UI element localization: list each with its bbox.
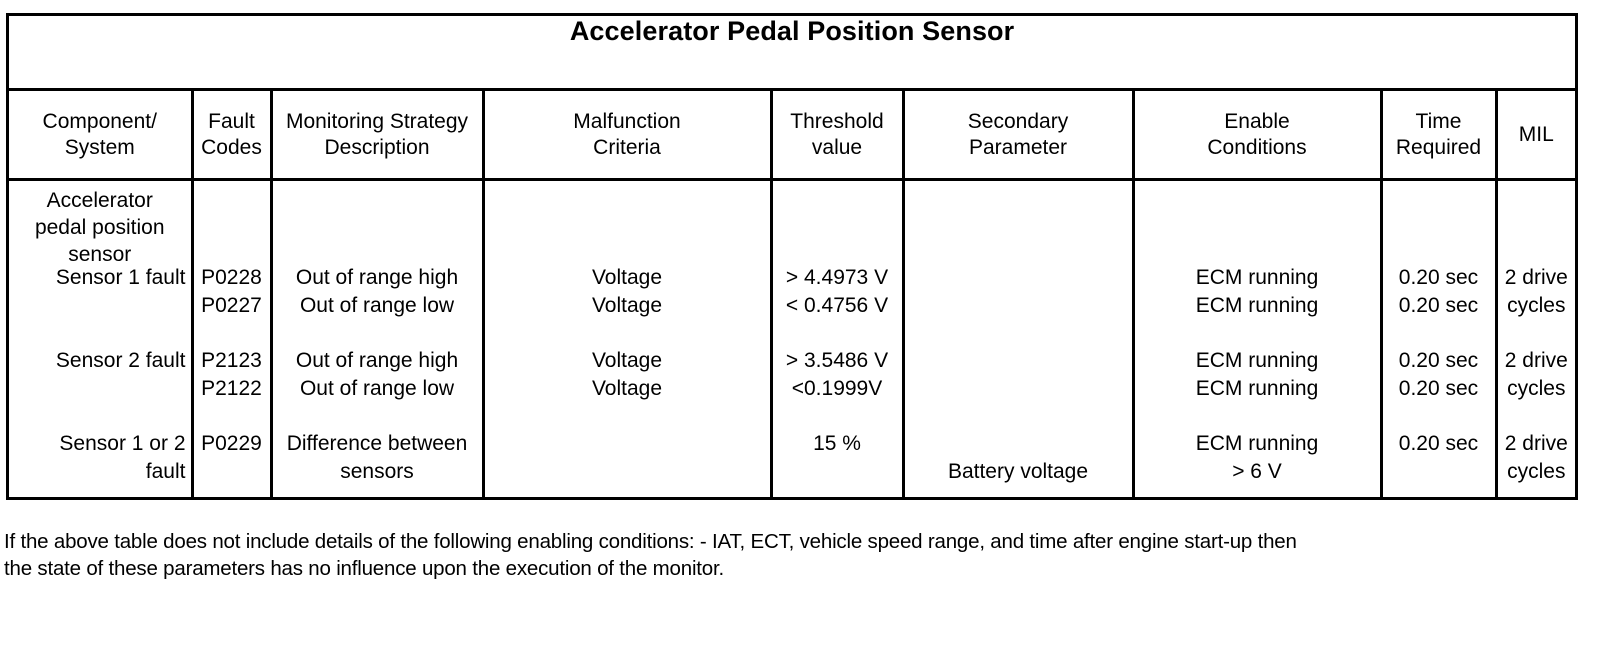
- cell-enable-conditions: ECM running ECM running ECM running ECM …: [1131, 179, 1381, 497]
- footnote-line-1: If the above table does not include deta…: [4, 530, 1297, 553]
- header-line-1: Time: [1415, 109, 1462, 133]
- mil-cycles-2: cycles: [1507, 377, 1566, 400]
- cell-secondary-parameter: Battery voltage: [901, 179, 1133, 497]
- fault-code-p0227: P0227: [201, 294, 262, 317]
- cell-monitoring-strategy-description: Out of range high Out of range low Out o…: [269, 179, 483, 497]
- criteria-voltage-1: Voltage: [591, 266, 663, 289]
- table-title-row: Accelerator Pedal Position Sensor: [9, 16, 1576, 91]
- enable-ecm-running-1: ECM running: [1195, 266, 1319, 289]
- strategy-out-of-range-high-2: Out of range high: [295, 349, 459, 372]
- header-line-1: Threshold: [790, 109, 884, 133]
- threshold-3: > 3.5486 V: [785, 349, 889, 372]
- mil-cycles-1: cycles: [1507, 294, 1566, 317]
- footnote: If the above table does not include deta…: [4, 528, 1564, 583]
- enable-ecm-running-4: ECM running: [1195, 377, 1319, 400]
- footnote-line-2: the state of these parameters has no inf…: [4, 557, 724, 581]
- mil-drive-3: 2 drive: [1504, 432, 1568, 455]
- cell-malfunction-criteria: Voltage Voltage Voltage Voltage: [481, 179, 771, 497]
- enable-battery-threshold: > 6 V: [1232, 460, 1282, 483]
- component-sensor-1-or-2-fault-line-1: Sensor 1 or 2: [59, 432, 186, 455]
- secondary-parameter-battery-voltage: Battery voltage: [947, 460, 1089, 483]
- header-line-2: value: [811, 135, 863, 159]
- header-line-2: System: [64, 135, 135, 159]
- time-required-1: 0.20 sec: [1398, 266, 1479, 289]
- component-sensor-1-fault: Sensor 1 fault: [55, 266, 186, 289]
- column-header-monitoring-strategy-description: Monitoring Strategy Description: [269, 89, 483, 181]
- time-required-2: 0.20 sec: [1398, 294, 1479, 317]
- strategy-out-of-range-high-1: Out of range high: [295, 266, 459, 289]
- component-heading-line-2: pedal position: [34, 216, 165, 239]
- criteria-voltage-2: Voltage: [591, 294, 663, 317]
- strategy-difference-between-line-1: Difference between: [286, 432, 468, 455]
- time-required-5: 0.20 sec: [1398, 432, 1479, 455]
- header-line-2: Parameter: [968, 135, 1068, 159]
- header-line-1: Fault: [208, 109, 255, 133]
- column-header-mil: MIL: [1494, 89, 1576, 181]
- header-line-2: Description: [324, 135, 430, 159]
- header-line-2: Criteria: [593, 135, 661, 159]
- cell-mil: 2 drive cycles 2 drive cycles 2 drive cy…: [1494, 179, 1576, 497]
- mil-drive-2: 2 drive: [1504, 349, 1568, 372]
- fault-code-p0229: P0229: [201, 432, 262, 455]
- threshold-1: > 4.4973 V: [785, 266, 889, 289]
- column-header-threshold-value: Threshold value: [769, 89, 903, 181]
- threshold-4: <0.1999V: [791, 377, 883, 400]
- header-line-1: Enable: [1224, 109, 1290, 133]
- strategy-out-of-range-low-1: Out of range low: [299, 294, 455, 317]
- cell-component-system: Accelerator pedal position sensor Sensor…: [9, 179, 192, 497]
- column-header-enable-conditions: Enable Conditions: [1131, 89, 1381, 181]
- fault-code-p2122: P2122: [201, 377, 262, 400]
- time-required-3: 0.20 sec: [1398, 349, 1479, 372]
- component-sensor-1-or-2-fault-line-2: fault: [145, 460, 186, 483]
- column-header-component-system: Component/ System: [9, 89, 192, 181]
- enable-ecm-running-3: ECM running: [1195, 349, 1319, 372]
- column-header-fault-codes: Fault Codes: [190, 89, 271, 181]
- column-header-time-required: Time Required: [1379, 89, 1496, 181]
- threshold-2: < 0.4756 V: [785, 294, 889, 317]
- component-heading-line-1: Accelerator: [46, 189, 153, 212]
- enable-ecm-running-5: ECM running: [1195, 432, 1319, 455]
- header-line-1: Malfunction: [573, 109, 681, 133]
- criteria-voltage-3: Voltage: [591, 349, 663, 372]
- component-heading-line-3: sensor: [68, 243, 132, 266]
- header-line-1: MIL: [1518, 122, 1554, 146]
- table-header-row: Component/ System Fault Codes Monitoring…: [9, 89, 1576, 181]
- header-line-2: Codes: [201, 135, 262, 159]
- strategy-out-of-range-low-2: Out of range low: [299, 377, 455, 400]
- cell-time-required: 0.20 sec 0.20 sec 0.20 sec 0.20 sec 0.20…: [1379, 179, 1496, 497]
- table-body-row: Accelerator pedal position sensor Sensor…: [9, 179, 1576, 497]
- criteria-voltage-4: Voltage: [591, 377, 663, 400]
- table-title: Accelerator Pedal Position Sensor: [9, 16, 1576, 91]
- monitor-table-container: Accelerator Pedal Position Sensor Compon…: [6, 13, 1578, 500]
- header-line-1: Monitoring Strategy: [285, 109, 469, 133]
- enable-ecm-running-2: ECM running: [1195, 294, 1319, 317]
- threshold-5: 15 %: [813, 432, 861, 455]
- header-line-1: Secondary: [967, 109, 1069, 133]
- fault-code-p2123: P2123: [201, 349, 262, 372]
- header-line-2: Required: [1395, 135, 1482, 159]
- time-required-4: 0.20 sec: [1398, 377, 1479, 400]
- column-header-malfunction-criteria: Malfunction Criteria: [481, 89, 771, 181]
- cell-threshold-value: > 4.4973 V < 0.4756 V > 3.5486 V <0.1999…: [769, 179, 903, 497]
- strategy-difference-between-line-2: sensors: [340, 460, 414, 483]
- component-sensor-2-fault: Sensor 2 fault: [55, 349, 186, 372]
- column-header-secondary-parameter: Secondary Parameter: [901, 89, 1133, 181]
- header-line-1: Component/: [42, 109, 157, 133]
- monitor-table: Accelerator Pedal Position Sensor Compon…: [9, 16, 1576, 497]
- header-line-2: Conditions: [1207, 135, 1307, 159]
- cell-fault-codes: P0228 P0227 P2123 P2122 P0229: [190, 179, 271, 497]
- mil-drive-1: 2 drive: [1504, 266, 1568, 289]
- mil-cycles-3: cycles: [1507, 460, 1566, 483]
- fault-code-p0228: P0228: [201, 266, 262, 289]
